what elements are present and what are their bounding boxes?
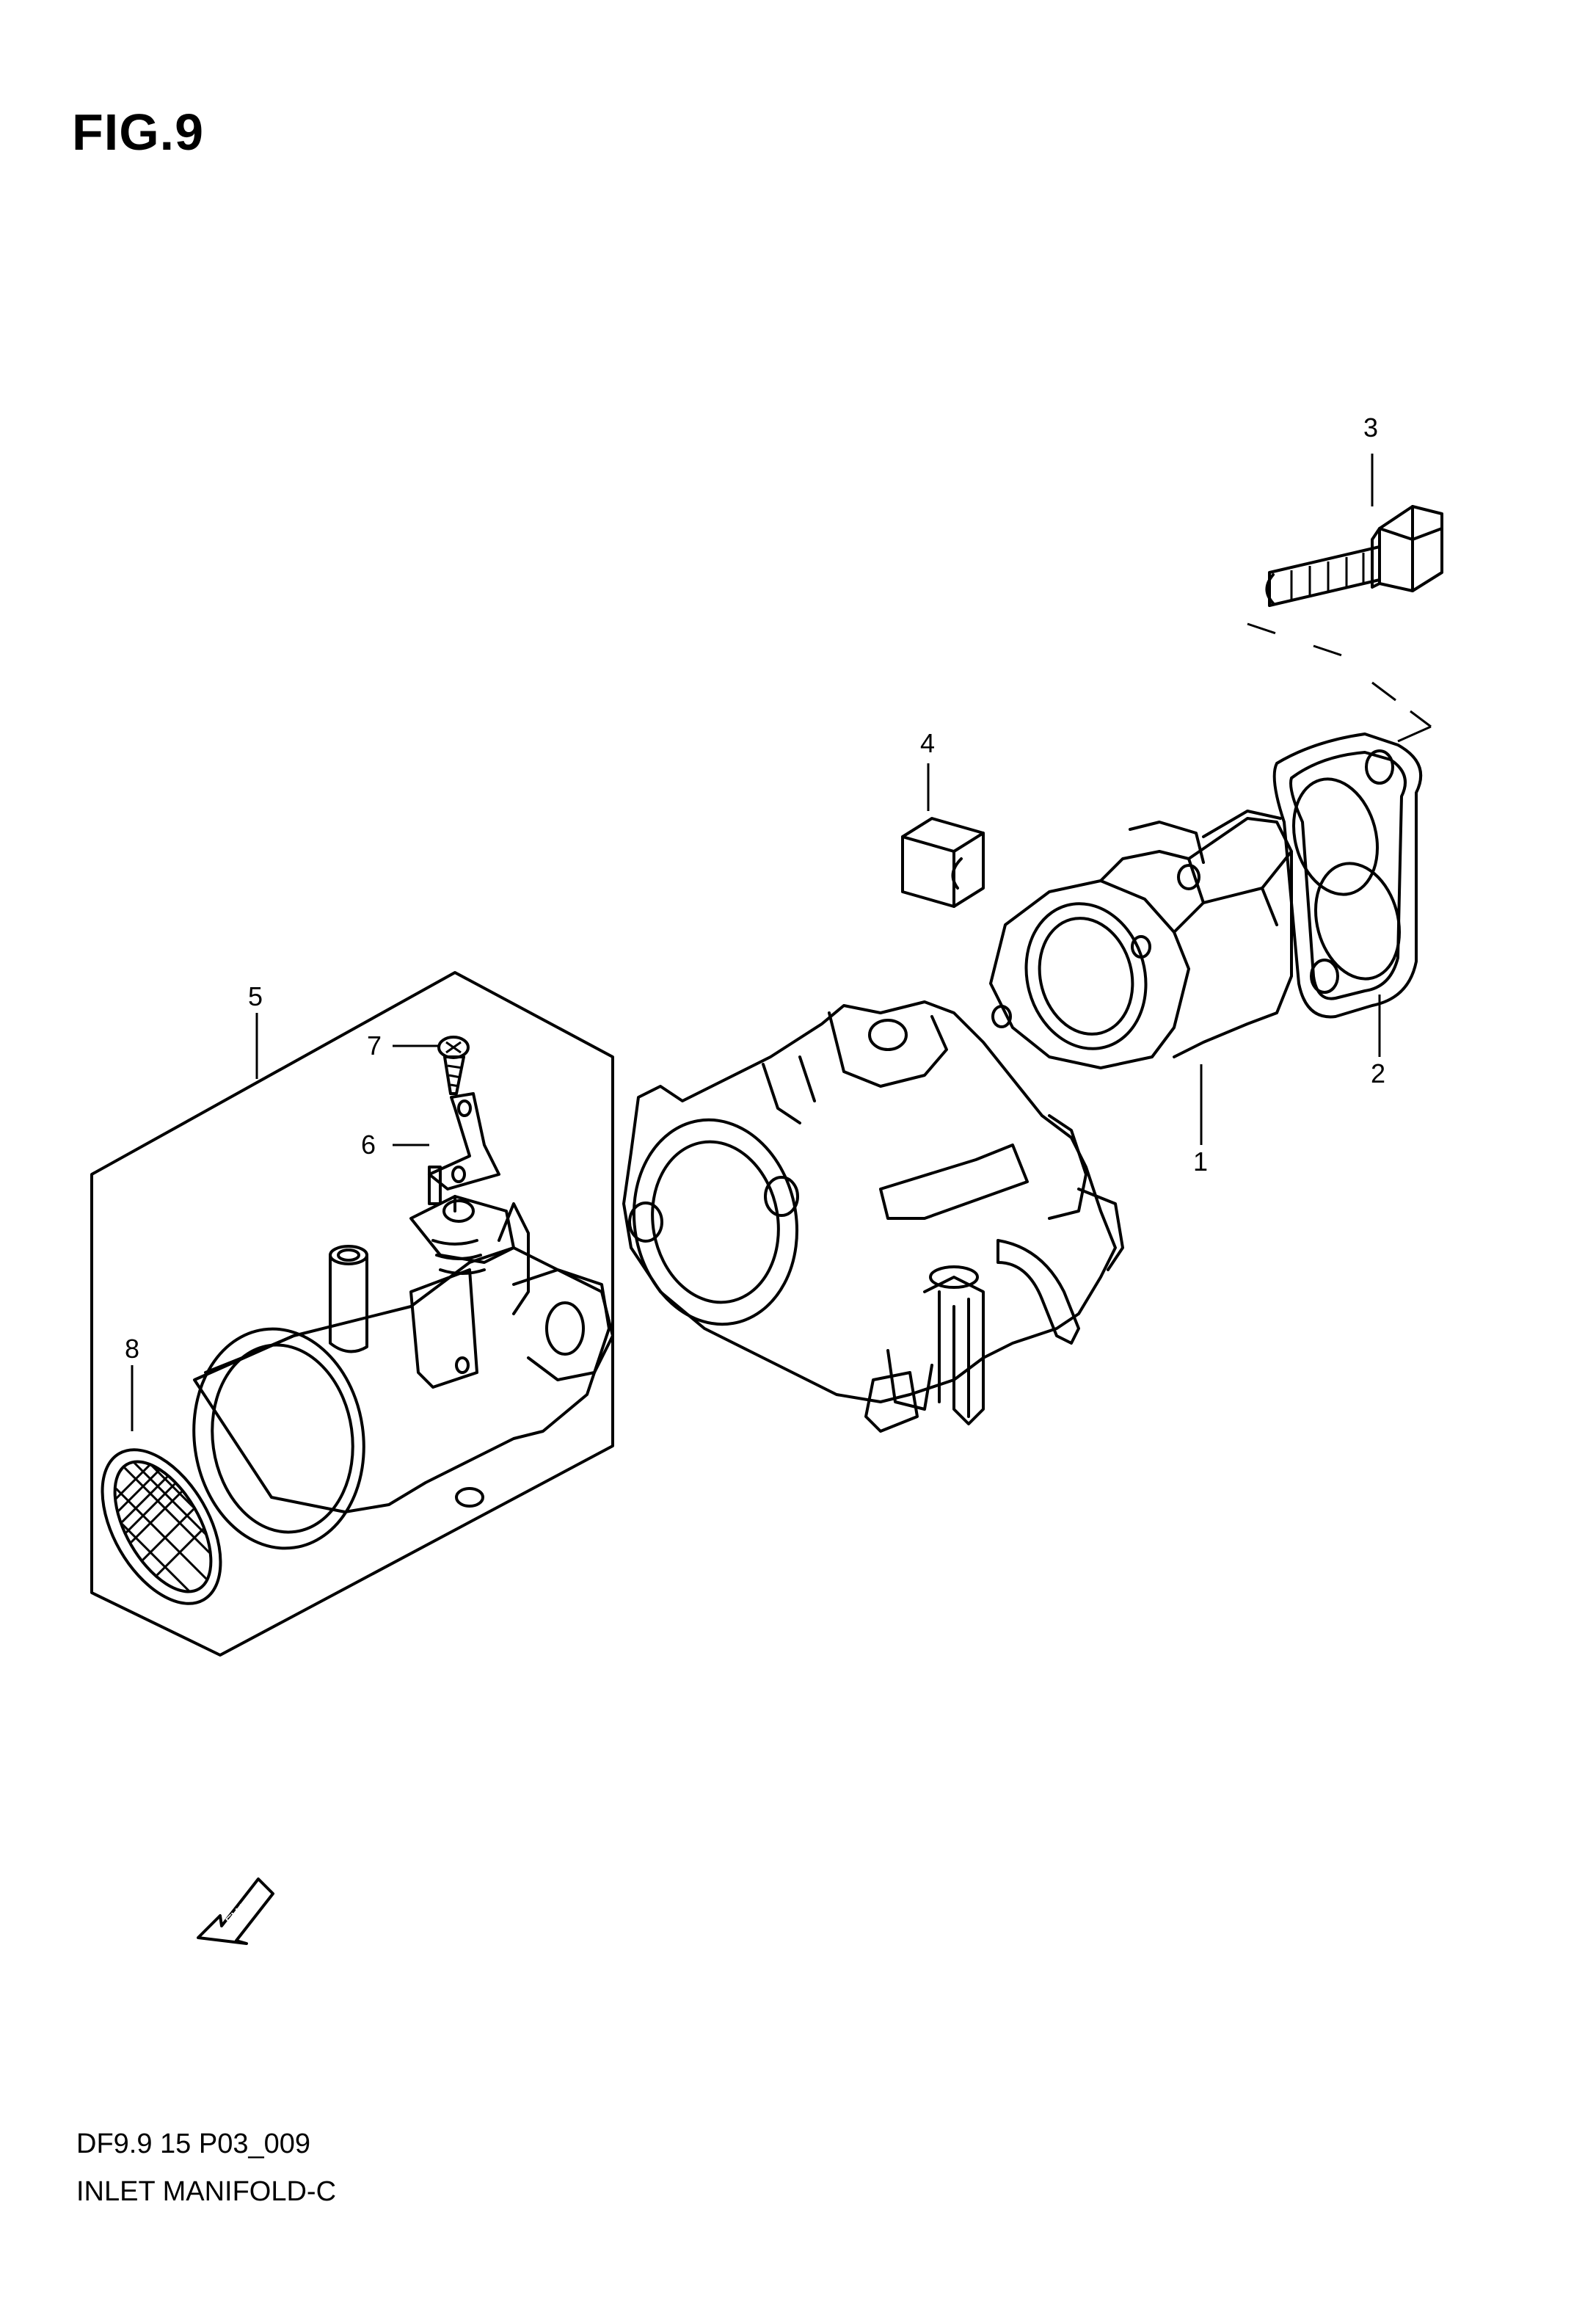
gasket-icon xyxy=(1272,733,1423,1019)
figure-name: INLET MANIFOLD-C xyxy=(76,2176,337,2207)
bracket-icon xyxy=(428,1092,500,1190)
screw-icon xyxy=(437,1036,470,1095)
throttle-body-icon xyxy=(192,1166,614,1550)
fwd-label: FWD xyxy=(223,1894,258,1930)
callout-2: 2 xyxy=(1371,1058,1385,1088)
screen-icon xyxy=(97,1447,229,1606)
kit-box xyxy=(90,971,614,1657)
callout-5: 5 xyxy=(248,981,263,1011)
bolt-icon xyxy=(1265,505,1443,607)
carburetor-icon xyxy=(622,1000,1124,1433)
callout-7: 7 xyxy=(367,1030,382,1061)
figure-title: FIG.9 xyxy=(72,103,205,161)
callout-3: 3 xyxy=(1363,412,1378,443)
figure-code: DF9.9 15 P03_009 xyxy=(76,2129,311,2159)
fwd-arrow-icon: FWD xyxy=(197,1877,274,1945)
callout-8: 8 xyxy=(125,1334,139,1364)
callout-1: 1 xyxy=(1193,1146,1208,1177)
manifold-icon xyxy=(989,810,1293,1069)
plug-icon xyxy=(901,817,985,908)
callout-4: 4 xyxy=(920,728,935,758)
callout-6: 6 xyxy=(361,1130,376,1160)
